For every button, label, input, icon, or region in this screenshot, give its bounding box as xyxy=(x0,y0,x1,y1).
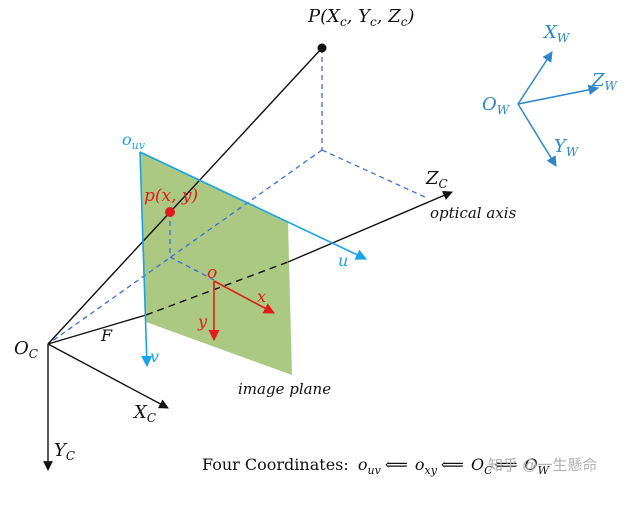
label-yc: YC xyxy=(54,440,75,463)
caption: Four Coordinates: ouv⟸ oxy⟸ OC⟸ OW xyxy=(202,455,551,477)
u-axis-arrow xyxy=(139,151,368,260)
label-u: u xyxy=(338,251,348,270)
point-P xyxy=(317,43,327,53)
zc-axis-arrow xyxy=(287,190,453,263)
label-zc: ZC xyxy=(425,168,448,191)
optical-axis-line xyxy=(47,314,147,345)
label-v: v xyxy=(150,347,159,366)
v-axis-arrow xyxy=(139,151,153,368)
caption-prefix: Four Coordinates: xyxy=(202,455,349,474)
xw-axis-arrow xyxy=(517,51,553,105)
label-xw: XW xyxy=(542,22,571,45)
projection-dashes xyxy=(47,48,428,345)
label-ow: OW xyxy=(482,94,511,117)
label-xc: XC xyxy=(132,402,156,425)
label-y: y xyxy=(197,312,208,331)
label-zw: ZW xyxy=(591,70,619,93)
x-axis-arrow xyxy=(213,280,275,314)
image-plane-fill xyxy=(140,152,292,375)
label-optical-axis: optical axis xyxy=(430,204,517,222)
yw-axis-arrow xyxy=(517,103,557,167)
label-F: F xyxy=(100,326,113,345)
zw-axis-arrow xyxy=(517,84,600,105)
projection-ray xyxy=(47,47,323,345)
label-P: P(Xc, Yc, Zc) xyxy=(307,6,414,29)
label-oc: OC xyxy=(14,338,38,361)
optical-axis-dashed xyxy=(145,261,289,316)
label-image-plane: image plane xyxy=(238,380,331,398)
label-x: x xyxy=(257,287,266,306)
label-o-uv: ouv xyxy=(122,130,146,152)
label-p: p(x, y) xyxy=(144,186,198,206)
xc-axis-arrow xyxy=(47,343,169,409)
label-o: o xyxy=(207,263,217,283)
label-yw: YW xyxy=(554,136,580,159)
point-p xyxy=(165,207,175,217)
watermark: 知乎 @一生懸命 xyxy=(488,456,597,474)
